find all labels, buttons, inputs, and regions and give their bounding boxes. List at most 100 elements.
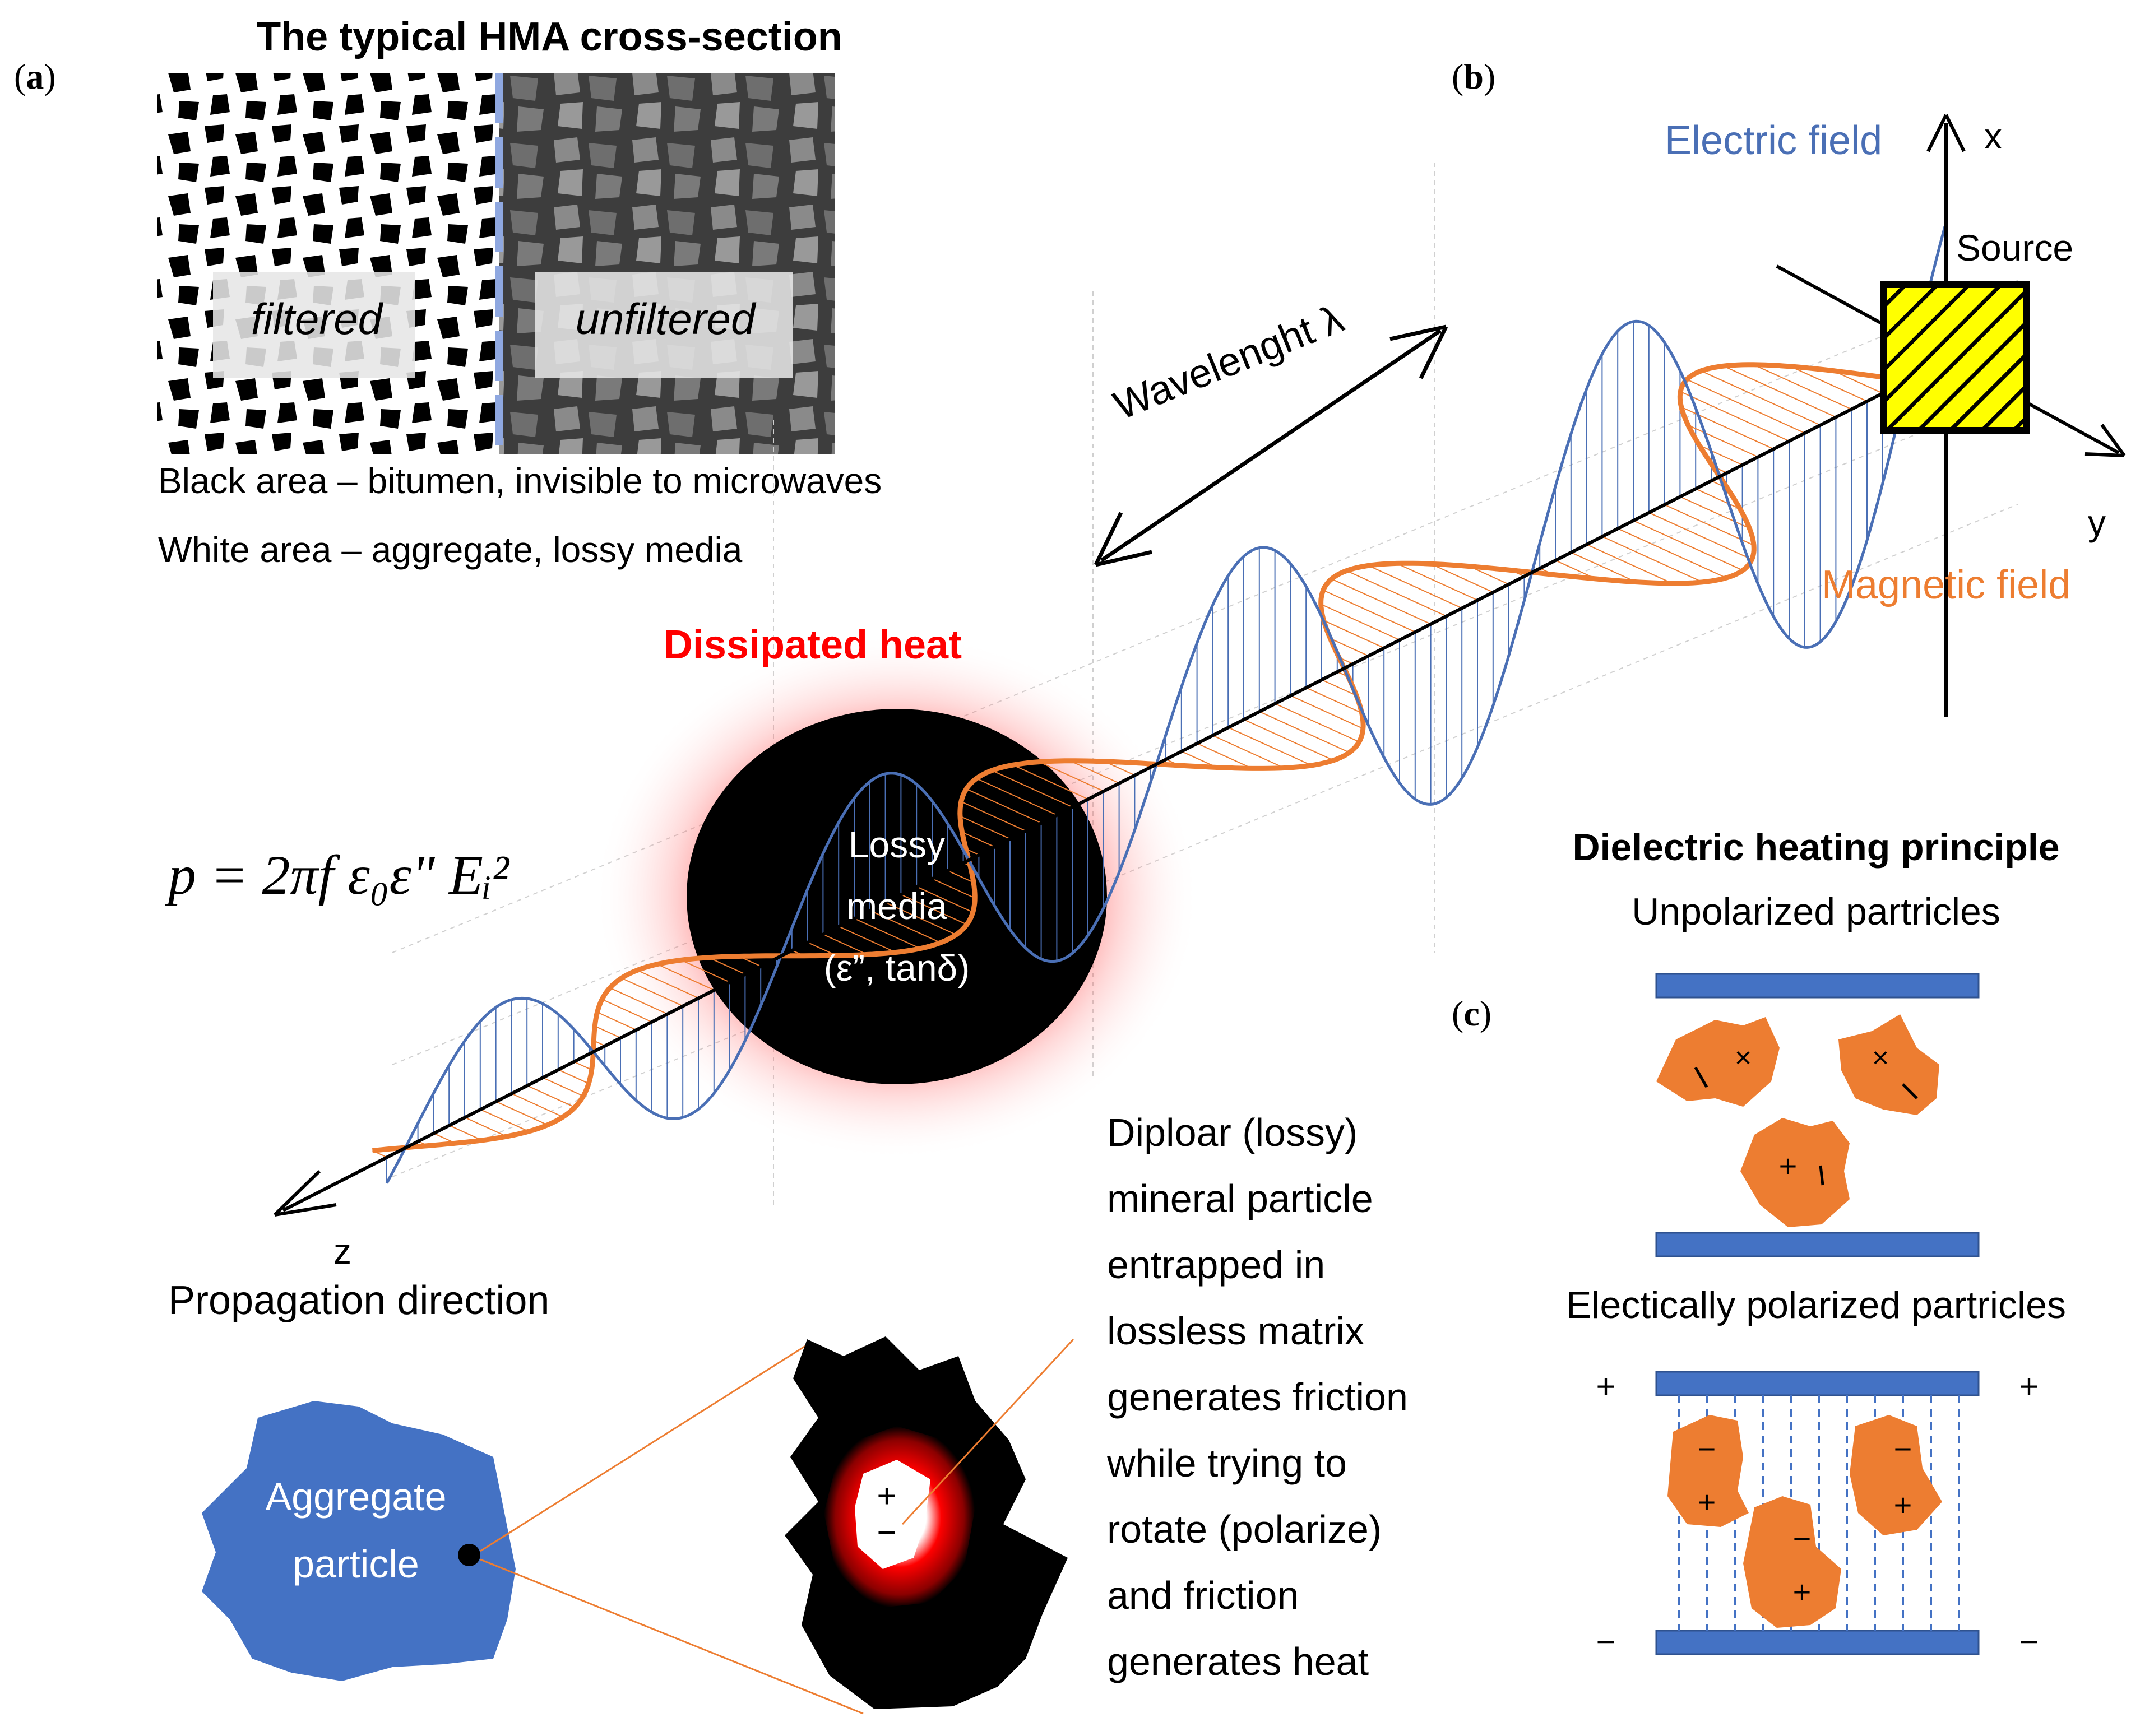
magnetic-hatch — [961, 801, 1026, 832]
magnetic-hatch — [637, 969, 699, 999]
unpolarized-particle-2: × — [1838, 1014, 1939, 1115]
magnetic-hatch — [947, 870, 974, 883]
mineral-particle-core — [855, 1460, 930, 1569]
magnetic-hatch — [1039, 761, 1104, 792]
magnetic-hatch — [657, 963, 715, 991]
magnetic-hatch — [916, 886, 974, 913]
aggregate-label-line1: Aggregate — [265, 1475, 446, 1519]
magnetic-hatch — [1701, 370, 1821, 426]
polarized-plate-top — [1655, 1371, 1980, 1396]
magnetic-hatch — [480, 1108, 529, 1132]
magnetic-hatch — [464, 1117, 507, 1137]
panel-label-b: (b) — [1452, 57, 1495, 96]
z-axis-arrowhead — [273, 1169, 337, 1217]
source-box — [1880, 281, 2030, 434]
magnetic-hatch — [1290, 695, 1364, 730]
z-axis-label: z — [333, 1231, 351, 1271]
magnetic-hatch — [1330, 638, 1369, 657]
particle-description: Diploar (lossy)mineral particleentrapped… — [1106, 1111, 1408, 1683]
magnetic-hatch — [511, 1093, 563, 1118]
svg-text:+: + — [1793, 1574, 1812, 1609]
magnetic-hatch — [1323, 620, 1384, 649]
magnetic-hatch — [621, 977, 683, 1007]
x-axis-label: x — [1984, 116, 2002, 156]
magnetic-hatch — [1069, 760, 1120, 784]
magnetic-hatch — [1321, 679, 1357, 697]
svg-text:+: + — [1698, 1484, 1716, 1520]
magnetic-hatch — [838, 926, 896, 953]
dipole-plus: + — [877, 1477, 896, 1515]
magnetic-hatch — [1012, 764, 1088, 800]
polarized-plate-bottom — [1655, 1630, 1980, 1655]
magnetic-hatch — [495, 1101, 548, 1126]
magnetic-hatch — [680, 959, 730, 983]
magnetic-hatch — [1331, 578, 1432, 625]
panel-label-c: (c) — [1452, 994, 1491, 1033]
magnetic-hatch — [542, 1077, 584, 1097]
description-line: rotate (polarize) — [1107, 1507, 1382, 1551]
lossy-media-line1: Lossy — [849, 824, 945, 865]
magnetic-hatch — [962, 832, 995, 848]
svg-text:+: + — [1894, 1487, 1912, 1523]
svg-text:×: × — [1872, 1042, 1889, 1074]
magnetic-hatch — [1197, 742, 1253, 769]
aggregate-particle-point — [458, 1544, 480, 1566]
magnetic-hatch — [900, 894, 967, 925]
description-line: entrapped in — [1107, 1243, 1325, 1287]
magnetic-hatch — [822, 934, 868, 955]
magnetic-hatch — [601, 999, 652, 1023]
unfiltered-label-box — [535, 272, 793, 378]
magnetic-hatch — [1648, 512, 1752, 560]
unfiltered-label: unfiltered — [576, 294, 757, 344]
x-axis-arrowhead — [1926, 114, 1966, 152]
magnetic-hatch — [1617, 528, 1727, 579]
magnetic-hatch — [1571, 551, 1637, 583]
wavelength-label: Wavelenght λ — [1108, 296, 1350, 429]
legend-white: White area – aggregate, lossy media — [158, 530, 743, 570]
power-formula: p = 2πf ε₀ε" Eᵢ² — [165, 844, 510, 906]
zoom-line-top — [480, 1341, 812, 1552]
magnetic-hatch — [1321, 604, 1400, 640]
magnetic-hatch — [1679, 496, 1750, 529]
magnetic-hatch — [1396, 563, 1478, 601]
magnetic-hatch — [1688, 424, 1758, 458]
magnetic-hatch — [609, 987, 668, 1015]
z-axis — [282, 357, 1952, 1212]
magnetic-hatch — [1723, 365, 1836, 418]
magnetic-hatch — [1790, 366, 1868, 402]
plate-bottom-minus-right: − — [2019, 1623, 2039, 1660]
em-wave — [372, 226, 2019, 1184]
unpolarized-particle-3: + — [1740, 1118, 1850, 1227]
y-axis-label: y — [2088, 503, 2106, 543]
magnetic-hatch — [1687, 379, 1805, 434]
svg-text:−: − — [1698, 1431, 1716, 1466]
electric-field-label: Electric field — [1665, 118, 1882, 163]
magnetic-hatch — [597, 1011, 637, 1031]
magnetic-hatch — [1323, 590, 1416, 633]
filtered-label: filtered — [251, 294, 384, 344]
magnetic-hatch — [869, 909, 941, 944]
magnetic-hatch — [1259, 711, 1350, 753]
source-label: Source — [1956, 227, 2073, 268]
magnetic-hatch — [1275, 703, 1360, 742]
magnetic-hatch — [1305, 687, 1362, 714]
y-axis-arrowhead — [2084, 424, 2126, 457]
magnetic-hatch — [1699, 444, 1743, 466]
magnetic-hatch — [448, 1125, 483, 1141]
magnetic-hatch — [573, 1061, 592, 1071]
magnetic-hatch — [1430, 563, 1494, 593]
aggregate-particle — [202, 1401, 516, 1681]
magnetic-hatch — [1680, 391, 1790, 442]
wavelength-arrow — [1094, 324, 1448, 567]
description-line: while trying to — [1106, 1441, 1347, 1485]
lossy-media-line3: (ε”, tanδ) — [824, 947, 970, 988]
polarized-particle-2: − + — [1850, 1415, 1942, 1535]
magnetic-hatch — [854, 918, 921, 949]
plate-bottom-minus-left: − — [1596, 1623, 1615, 1660]
svg-text:×: × — [1735, 1042, 1752, 1074]
zoom-line-bottom — [480, 1558, 864, 1715]
magnetic-hatch — [932, 878, 975, 899]
magnetic-hatch — [1368, 565, 1462, 609]
svg-text:−: − — [1793, 1521, 1812, 1556]
